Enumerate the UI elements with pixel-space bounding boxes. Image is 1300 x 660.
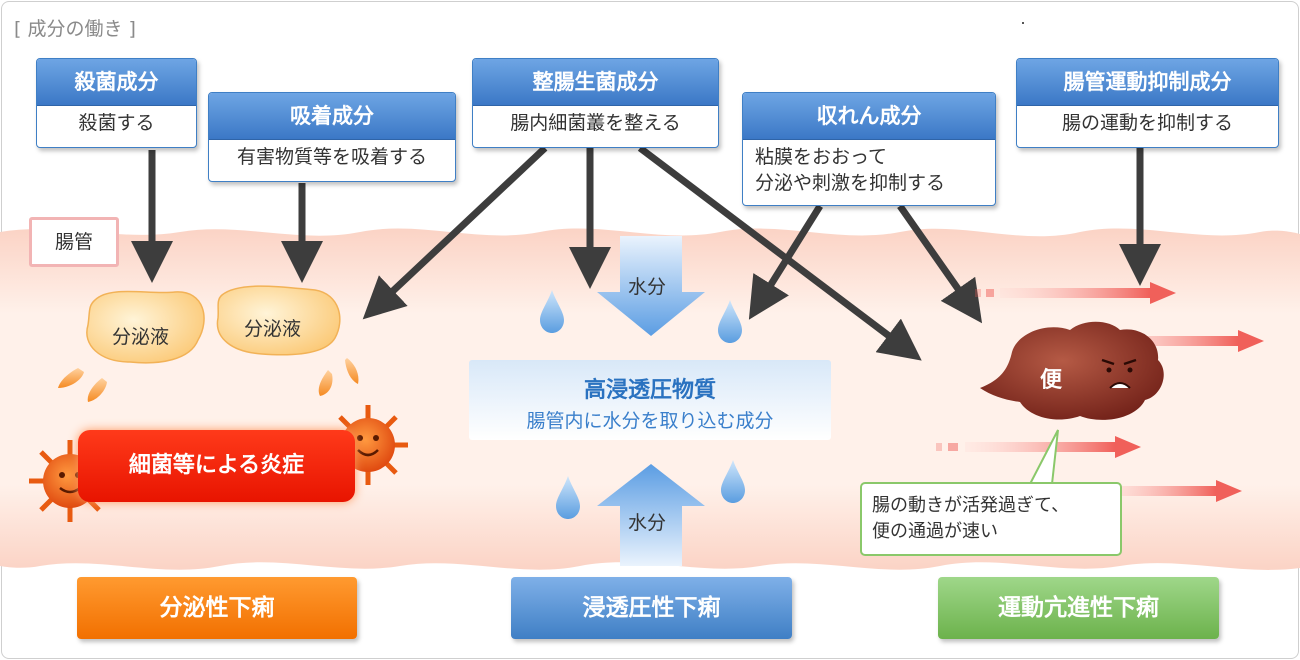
callout-line: 腸の動きが活発過ぎて、 [872, 495, 1070, 516]
ingredient-effect: 有害物質等を吸着する [236, 146, 427, 168]
secretion-blob-1 [86, 290, 205, 364]
intestine-label: 腸管 [29, 217, 119, 267]
secretion-label-1: 分泌液 [112, 326, 170, 348]
diarrhea-type-osmotic: 浸透圧性下痢 [511, 577, 792, 639]
ingredient-effect: 殺菌する [78, 112, 155, 134]
water-drops [540, 290, 745, 519]
ingredient-effect: 腸の運動を抑制する [1061, 112, 1233, 134]
arrow-probiotic-left [362, 145, 548, 320]
ingredient-antimotility: 腸管運動抑制成分 腸の運動を抑制する [1016, 58, 1279, 148]
motion-arrows [936, 282, 1264, 502]
ingredient-effect-line: 分泌や刺激を抑制する [755, 172, 946, 194]
ingredient-probiotic: 整腸生菌成分 腸内細菌叢を整える [472, 58, 719, 148]
hyperosmotic-box: 高浸透圧物質 腸管内に水分を取り込む成分 [469, 360, 831, 440]
secretion-label-2: 分泌液 [244, 318, 302, 340]
secretion-blob-2 [216, 285, 341, 356]
ingredient-name: 整腸生菌成分 [473, 59, 718, 106]
hyperosmotic-subtitle: 腸管内に水分を取り込む成分 [526, 410, 774, 432]
secretion-drops [58, 358, 359, 402]
motion-arrow-3 [936, 436, 1141, 458]
arrow-astringent-right [897, 203, 983, 324]
hyperosmotic-title: 高浸透圧物質 [583, 378, 716, 403]
motion-arrow-4 [1100, 480, 1242, 502]
diarrhea-type-secretory: 分泌性下痢 [77, 577, 357, 639]
motion-arrow-2 [1090, 330, 1264, 352]
callout-line: 便の通過が速い [872, 521, 998, 542]
ingredient-astringent: 収れん成分 粘膜をおおって 分泌や刺激を抑制する [742, 92, 996, 206]
water-label-bottom: 水分 [628, 512, 667, 534]
water-arrow-up [597, 464, 705, 566]
stool-label: 便 [1040, 368, 1063, 393]
ingredient-effect: 粘膜をおおって 分泌や刺激を抑制する [743, 140, 995, 196]
arrow-astringent-left [748, 204, 823, 320]
ingredient-name: 吸着成分 [209, 93, 455, 140]
inflammation-badge: 細菌等による炎症 [78, 430, 355, 502]
ingredient-adsorbent: 吸着成分 有害物質等を吸着する [208, 92, 456, 182]
arrow-probiotic-right [637, 145, 922, 361]
ingredient-bactericidal: 殺菌成分 殺菌する [36, 58, 197, 148]
stool-icon [980, 321, 1164, 420]
motility-callout: 腸の動きが活発過ぎて、 便の通過が速い [860, 482, 1122, 556]
stool-face [1101, 358, 1137, 389]
motion-arrow-1 [975, 282, 1176, 304]
ingredient-name: 殺菌成分 [37, 59, 196, 106]
ingredient-effect: 腸内細菌叢を整える [510, 112, 681, 134]
water-arrow-down [597, 236, 705, 336]
stray-dot [1022, 22, 1024, 24]
section-title: [ 成分の働き ] [14, 18, 136, 40]
ingredient-effect-line: 粘膜をおおって [755, 146, 888, 168]
water-label-top: 水分 [628, 276, 667, 298]
diarrhea-type-motility: 運動亢進性下痢 [938, 577, 1219, 639]
ingredient-name: 腸管運動抑制成分 [1017, 59, 1278, 106]
action-arrows [131, 145, 1161, 361]
ingredient-name: 収れん成分 [743, 93, 995, 140]
